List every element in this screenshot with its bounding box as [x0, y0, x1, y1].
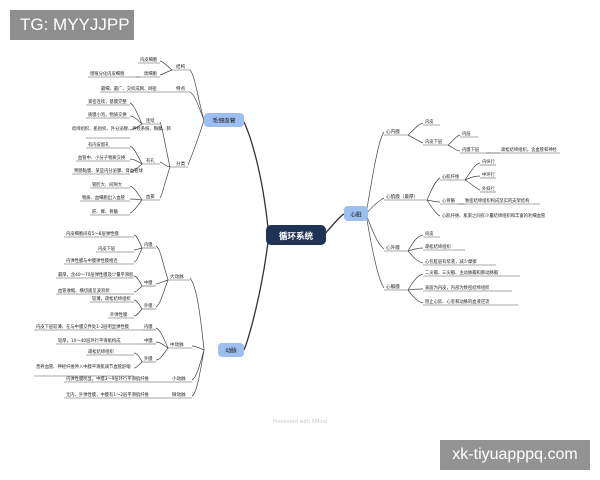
arteries-medium-adventitia-0: 疏松结缔组织: [88, 348, 114, 355]
vessels-structure: 结构: [176, 63, 186, 70]
arteries-large-intima-0: 内皮细胞间有5～8层弹性膜: [66, 230, 119, 237]
vessels-sinusoid-0: 管腔大、间隙大: [92, 181, 123, 188]
heart-cat3-item-1: 疏松结缔组织: [425, 243, 451, 250]
vessels-features: 特点: [176, 85, 186, 92]
arteries-small: 小动脉: [172, 375, 186, 382]
heart-node[interactable]: [344, 206, 368, 221]
heart-fiber-2: 外斜行: [482, 185, 496, 192]
link-center-vessels: [243, 121, 269, 229]
xmind-credit: Presented with XMind: [272, 419, 328, 425]
vessels-sinusoid-2: 肝、脾、骨髓: [92, 208, 118, 215]
heart-cat2-skeleton: 致密结缔组织构成坚实的支架结构: [465, 197, 530, 204]
arteries-medium-media-note: 较厚，10～40层环行平滑肌构成: [58, 337, 121, 344]
watermark-top-left: TG: MYYJJPP: [10, 10, 134, 40]
heart-cat4: 心瓣膜: [386, 283, 400, 290]
arteries-medium: 中动脉: [170, 341, 184, 348]
heart-cat3-item-0: 间皮: [425, 230, 434, 237]
arteries-small-note: 内弹性膜明显，中膜3～9层环行平滑肌纤维: [66, 375, 150, 382]
watermark-bottom-right: xk-tiyuapppq.com: [440, 440, 590, 470]
heart-cat1-item-1: 内皮下层: [425, 138, 443, 145]
heart-label: 心脏: [350, 211, 362, 219]
heart-cat4-item-1: 表面为内皮，内部为致密结缔组织: [425, 284, 490, 291]
heart-cat1-leaf: 疏松结缔组织，含血管和神经: [501, 146, 558, 153]
arteries-micro-note: 无内、外弹性膜，中膜有1～2层平滑肌纤维: [66, 391, 150, 398]
heart-cat1-sub-1: 内膜下层: [462, 146, 480, 153]
vessels-sinusoid-1: 物质、血细胞出入血管: [82, 194, 126, 201]
link-center-heart: [323, 213, 345, 236]
arteries-large: 大动脉: [170, 273, 184, 280]
vessels-structure-0: 内皮细胞: [140, 56, 158, 63]
heart-cat4-item-2: 阻止心房、心室和动脉的血液逆流: [425, 298, 490, 305]
vessels-sinusoid: 血窦: [146, 193, 155, 200]
arteries-large-adventitia-1: 外弹性膜: [110, 311, 128, 318]
heart-cat1: 心内膜: [386, 128, 400, 135]
arteries-large-intima-2: 内弹性膜与中膜弹性膜相连: [66, 257, 118, 264]
center-node[interactable]: [266, 225, 326, 245]
heart-cat1-sub-0: 内层: [462, 130, 471, 137]
arteries-medium-adventitia-1: 营养血管、神经纤维伸入中膜平滑肌调节血管舒缩: [36, 363, 131, 370]
heart-cat2-item-0: 心肌纤维: [442, 173, 460, 180]
heart-cat3-item-2: 心包脏层有浆液，减少摩擦: [425, 258, 477, 265]
arteries-medium-media: 中膜: [144, 337, 153, 344]
heart-cat2-item-2a: 心肌纤维、肌束之间有少量结缔组织和丰富的毛细血管: [442, 212, 546, 219]
arteries-micro: 微动脉: [172, 391, 186, 398]
vessels-continuous-0: 紧密连续，基膜完整: [88, 98, 127, 105]
arteries-node[interactable]: [218, 343, 244, 357]
link-center-arteries: [243, 241, 269, 351]
arteries-large-media-0: 最厚，含40～70层弹性膜及少量平滑肌: [58, 271, 134, 278]
vessels-fenestrated: 有孔: [146, 157, 155, 164]
vessels-node[interactable]: [204, 113, 244, 127]
heart-cat2-item-1: 心骨骼: [442, 197, 456, 204]
center-label: 循环系统: [279, 231, 314, 242]
vessels-types: 分类: [176, 160, 186, 167]
vessels-continuous: 连续: [146, 117, 155, 124]
arteries-large-adventitia-0: 较薄，疏松结缔组织: [92, 295, 131, 302]
arteries-medium-intima-note: 内皮下层较薄，在与中膜交界处1-2层明显弹性膜: [36, 323, 130, 330]
vessels-continuous-2: 结缔组织、肌组织、外分泌腺、神经系统、胸腺、肺: [72, 125, 172, 132]
arteries-medium-adventitia: 外膜: [144, 355, 153, 362]
vessels-structure-1: 周细胞: [144, 70, 158, 77]
arteries-label: 动脉: [225, 347, 237, 355]
vessels-fenestrated-1: 血管中、小分子物质交换: [78, 154, 126, 161]
vessels-fenestrated-2: 胃肠黏膜、某些内分泌腺、肾血管球: [74, 167, 143, 174]
arteries-large-intima: 内膜: [144, 241, 153, 248]
heart-fiber-1: 中环行: [482, 171, 496, 178]
heart-cat2: 心肌膜（最厚）: [386, 193, 418, 200]
heart-cat1-item-0: 内皮: [425, 118, 434, 125]
arteries-medium-intima: 内膜: [144, 323, 153, 330]
heart-cat4-item-0: 二尖瓣、三尖瓣、主动脉瓣和肺动脉瓣: [425, 269, 499, 276]
arteries-large-intima-1: 内皮下层: [98, 245, 116, 252]
vessels-label: 毛细血管: [212, 117, 235, 125]
heart-cat3: 心外膜: [386, 244, 400, 251]
arteries-large-media-1: 血管收缩、横切面呈波浪状: [58, 287, 110, 294]
heart-fiber-0: 内纵行: [482, 158, 496, 165]
arteries-large-adventitia: 外膜: [144, 302, 153, 309]
vessels-structure-note: 增殖分化内皮细胞: [90, 70, 125, 77]
vessels-features-note: 最细、最广、交织成网、网密: [101, 85, 158, 92]
vessels-continuous-1: 质膜小泡，物质交换: [88, 111, 127, 118]
vessels-fenestrated-0: 有内皮窗孔: [88, 141, 110, 148]
arteries-large-media: 中膜: [144, 279, 153, 286]
